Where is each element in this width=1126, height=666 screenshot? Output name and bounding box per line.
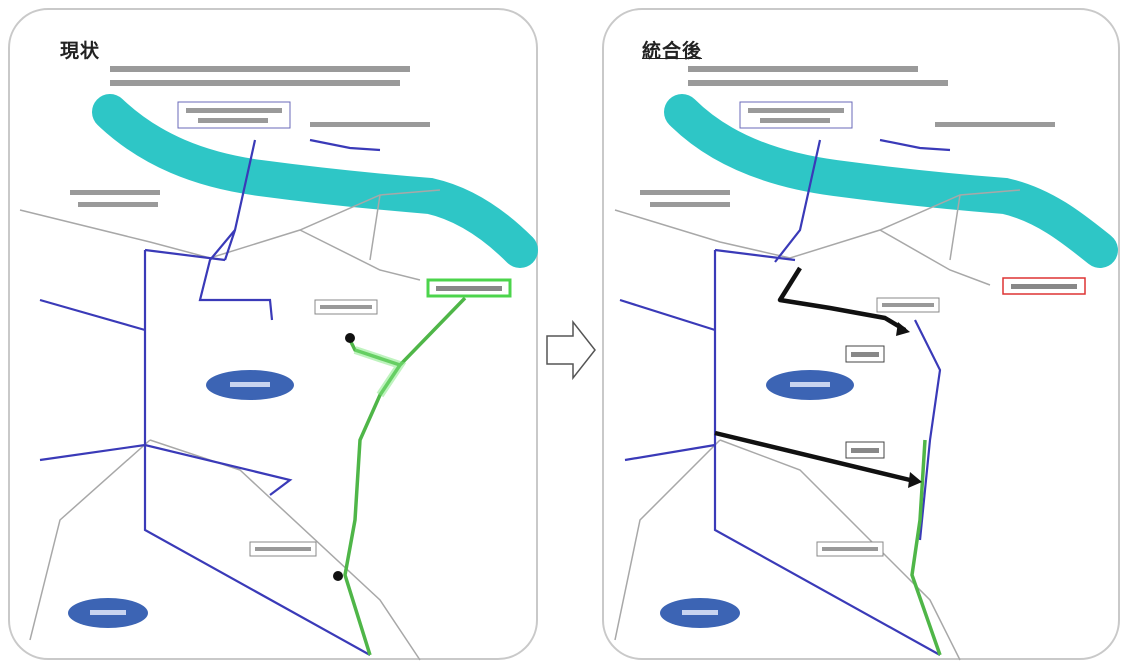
transition-arrow-icon [546, 319, 596, 381]
after-merger-panel: 統合後 [602, 8, 1120, 660]
current-state-panel: 現状 [8, 8, 538, 660]
panel-title-current: 現状 [60, 40, 101, 62]
panel-title-after: 統合後 [642, 40, 703, 62]
